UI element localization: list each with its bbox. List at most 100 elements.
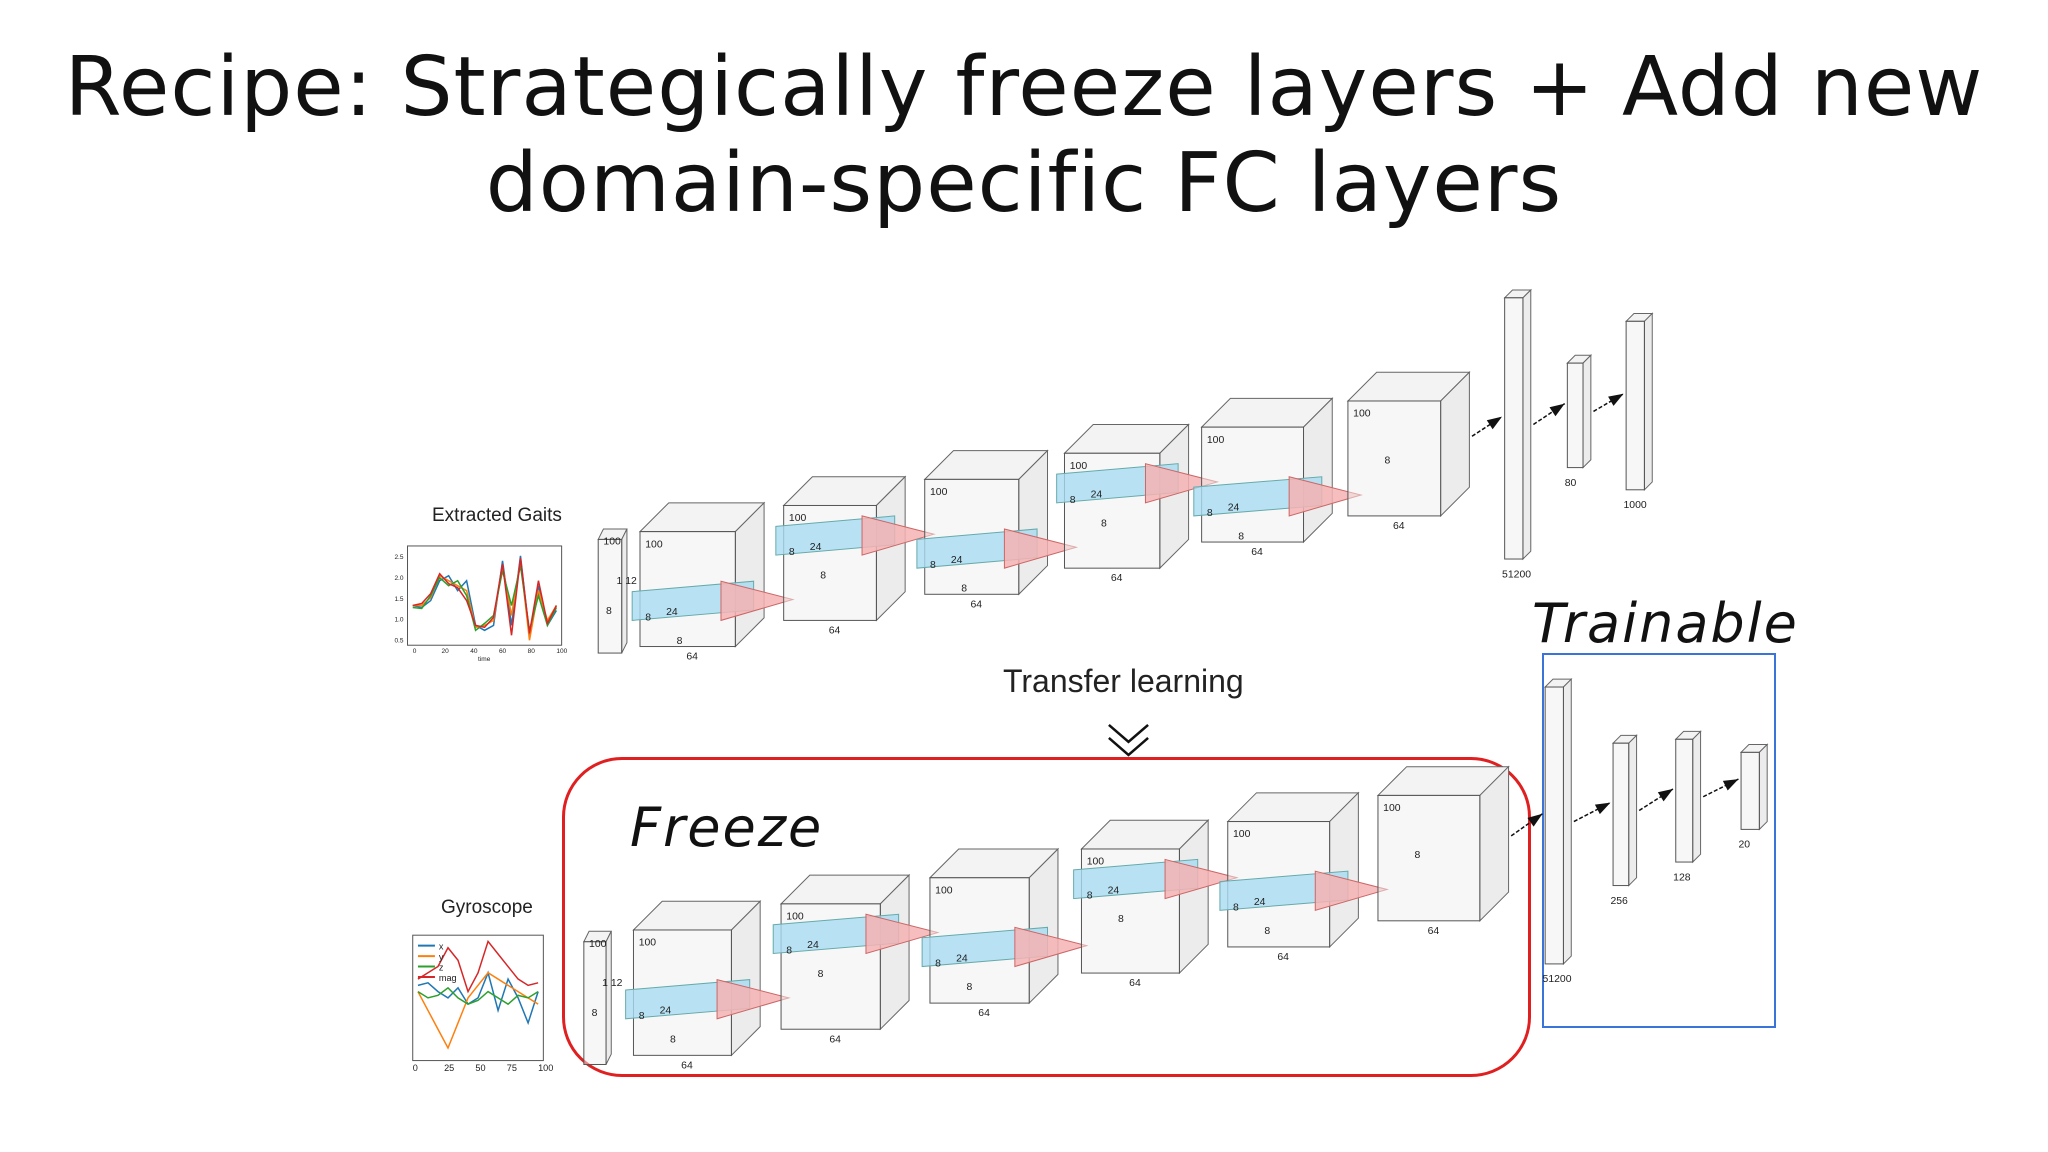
conv-label-w: 64 [1393, 521, 1405, 532]
box-front [1544, 686, 1564, 965]
kernel-label-d: 8 [645, 612, 651, 623]
input-slab [583, 930, 613, 1065]
conv-label-h: 100 [1070, 461, 1088, 472]
slab-label-h: 100 [589, 939, 607, 950]
conv-label-d: 8 [1384, 456, 1390, 467]
kernel-label-k: 24 [951, 555, 963, 566]
box-side [1562, 677, 1572, 966]
gyroscope-label: Gyroscope [441, 897, 533, 918]
conv-label-h: 100 [930, 487, 948, 498]
conv-label-d: 8 [1415, 850, 1421, 861]
conv-layer [638, 501, 766, 648]
conv-label-h: 100 [786, 912, 804, 923]
conv-label-w: 64 [1251, 547, 1263, 558]
fc-arrow-head [1594, 802, 1611, 815]
conv-label-h: 100 [1233, 829, 1251, 840]
box-side [1643, 312, 1653, 492]
conv-kernel-red [716, 978, 791, 1020]
kernel-label-k: 24 [956, 953, 968, 964]
slab-label-ab: 1 12 [616, 576, 637, 587]
conv-label-w: 64 [1129, 978, 1141, 989]
slab-label-ab: 1 12 [602, 978, 623, 989]
x-tick-label: 25 [444, 1063, 454, 1073]
fc-arrow-head [1608, 393, 1624, 406]
box-front [1625, 320, 1645, 491]
input-slab [597, 528, 628, 654]
kernel-label-d: 8 [935, 959, 941, 970]
extracted-gaits-plot [407, 545, 563, 646]
conv-layer [1226, 791, 1360, 949]
fc-arrow-head [1527, 813, 1543, 827]
box-front [1377, 794, 1481, 922]
x-tick-label: 50 [475, 1063, 485, 1073]
legend-entry: mag [439, 973, 457, 983]
kernel-label-d: 8 [930, 560, 936, 571]
y-tick-label: 0.5 [394, 638, 403, 645]
conv-label-h: 100 [645, 539, 663, 550]
conv-label-d: 8 [677, 636, 683, 647]
conv-label-d: 8 [818, 969, 824, 980]
conv-layer [632, 900, 762, 1057]
x-axis-label: time [478, 656, 491, 663]
x-tick-label: 20 [441, 648, 449, 655]
x-tick-label: 80 [528, 648, 536, 655]
kernel-label-d: 8 [786, 945, 792, 956]
conv-label-h: 100 [1087, 857, 1105, 868]
fc-layer [1611, 734, 1638, 887]
conv-label-d: 8 [820, 571, 826, 582]
x-tick-label: 100 [538, 1063, 553, 1073]
kernel-label-d: 8 [789, 547, 795, 558]
box-front [1675, 738, 1694, 863]
kernel-label-k: 24 [1228, 503, 1240, 514]
fc-arrow-line [1573, 801, 1611, 823]
conv-layer [779, 873, 911, 1031]
y-tick-label: 2.5 [394, 554, 403, 561]
plot-line [412, 557, 558, 636]
conv-label-d: 8 [670, 1034, 676, 1045]
plot-line [417, 970, 539, 1026]
conv-label-w: 64 [970, 599, 982, 610]
chevron-down-icon [1108, 737, 1149, 757]
box-front [1347, 400, 1442, 517]
fc-layer [1543, 677, 1573, 966]
conv-kernel-red [1144, 463, 1220, 504]
conv-kernel-red [1314, 870, 1390, 912]
kernel-label-d: 8 [1087, 891, 1093, 902]
conv-label-h: 100 [1353, 409, 1371, 420]
conv-kernel-red [861, 515, 936, 556]
kernel-label-k: 24 [666, 607, 678, 618]
plot-line [417, 939, 539, 994]
slab-label-d: 8 [592, 1008, 598, 1019]
fc-label: 256 [1610, 896, 1628, 907]
freeze-frame [562, 757, 1531, 1077]
conv-kernel-red [1003, 528, 1079, 569]
conv-label-w: 64 [1428, 926, 1440, 937]
slab-label-h: 100 [603, 537, 621, 548]
kernel-label-d: 8 [1233, 902, 1239, 913]
box-side [1522, 288, 1532, 561]
fc-arrow-head [1722, 779, 1739, 791]
box-front [1740, 751, 1760, 830]
conv-label-w: 64 [978, 1008, 990, 1019]
fc-arrow-head [1486, 416, 1503, 430]
legend-entry: z [439, 962, 444, 972]
fc-label: 80 [1565, 478, 1577, 489]
kernel-label-k: 24 [1254, 897, 1266, 908]
x-tick-label: 100 [556, 648, 567, 655]
plot-line [417, 986, 539, 1006]
box-front [597, 538, 623, 654]
conv-label-h: 100 [789, 513, 807, 524]
kernel-label-k: 24 [660, 1006, 672, 1017]
extracted-gaits-label: Extracted Gaits [432, 505, 562, 526]
conv-kernel-red [1288, 476, 1363, 517]
conv-label-w: 64 [686, 652, 698, 663]
box-side [605, 931, 612, 1065]
kernel-label-d: 8 [639, 1011, 645, 1022]
fc-layer [1503, 288, 1532, 561]
conv-kernel-red [1014, 926, 1089, 968]
conv-label-d: 8 [1238, 531, 1244, 542]
legend-entry: x [439, 942, 444, 952]
fc-layer [1624, 312, 1654, 492]
conv-label-d: 8 [967, 982, 973, 993]
